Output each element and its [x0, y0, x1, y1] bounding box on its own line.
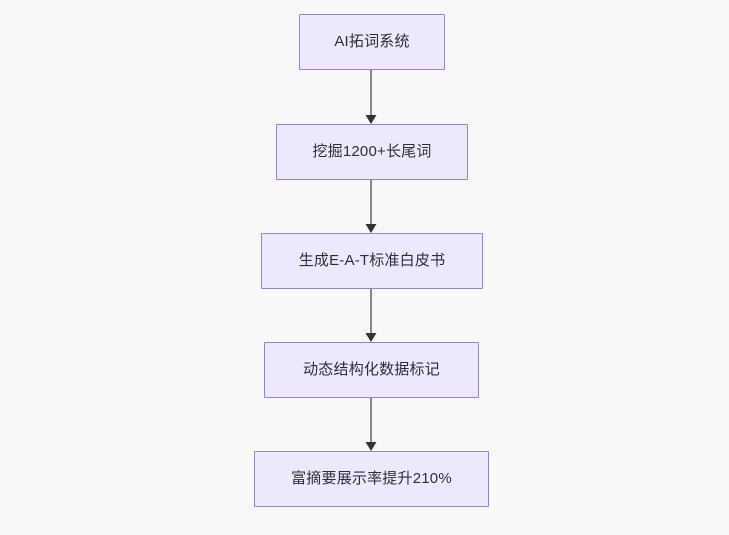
flow-arrow-4	[356, 398, 386, 451]
flow-node-label: 富摘要展示率提升210%	[291, 470, 452, 487]
flow-node-label: 生成E-A-T标准白皮书	[298, 252, 446, 269]
flow-node-label: 挖掘1200+长尾词	[312, 143, 432, 160]
flow-arrow-1	[356, 70, 386, 124]
flow-arrow-3	[356, 289, 386, 342]
flow-node-rich-snippet-impression-lift[interactable]: 富摘要展示率提升210%	[254, 451, 489, 507]
flow-node-mine-longtail-keywords[interactable]: 挖掘1200+长尾词	[276, 124, 468, 180]
flow-arrow-2	[356, 180, 386, 233]
flow-node-generate-eat-whitepaper[interactable]: 生成E-A-T标准白皮书	[261, 233, 483, 289]
flow-node-label: AI拓词系统	[334, 33, 410, 50]
flow-node-label: 动态结构化数据标记	[303, 361, 440, 378]
flow-node-dynamic-structured-data-markup[interactable]: 动态结构化数据标记	[264, 342, 479, 398]
flow-node-ai-keyword-system[interactable]: AI拓词系统	[299, 14, 445, 70]
